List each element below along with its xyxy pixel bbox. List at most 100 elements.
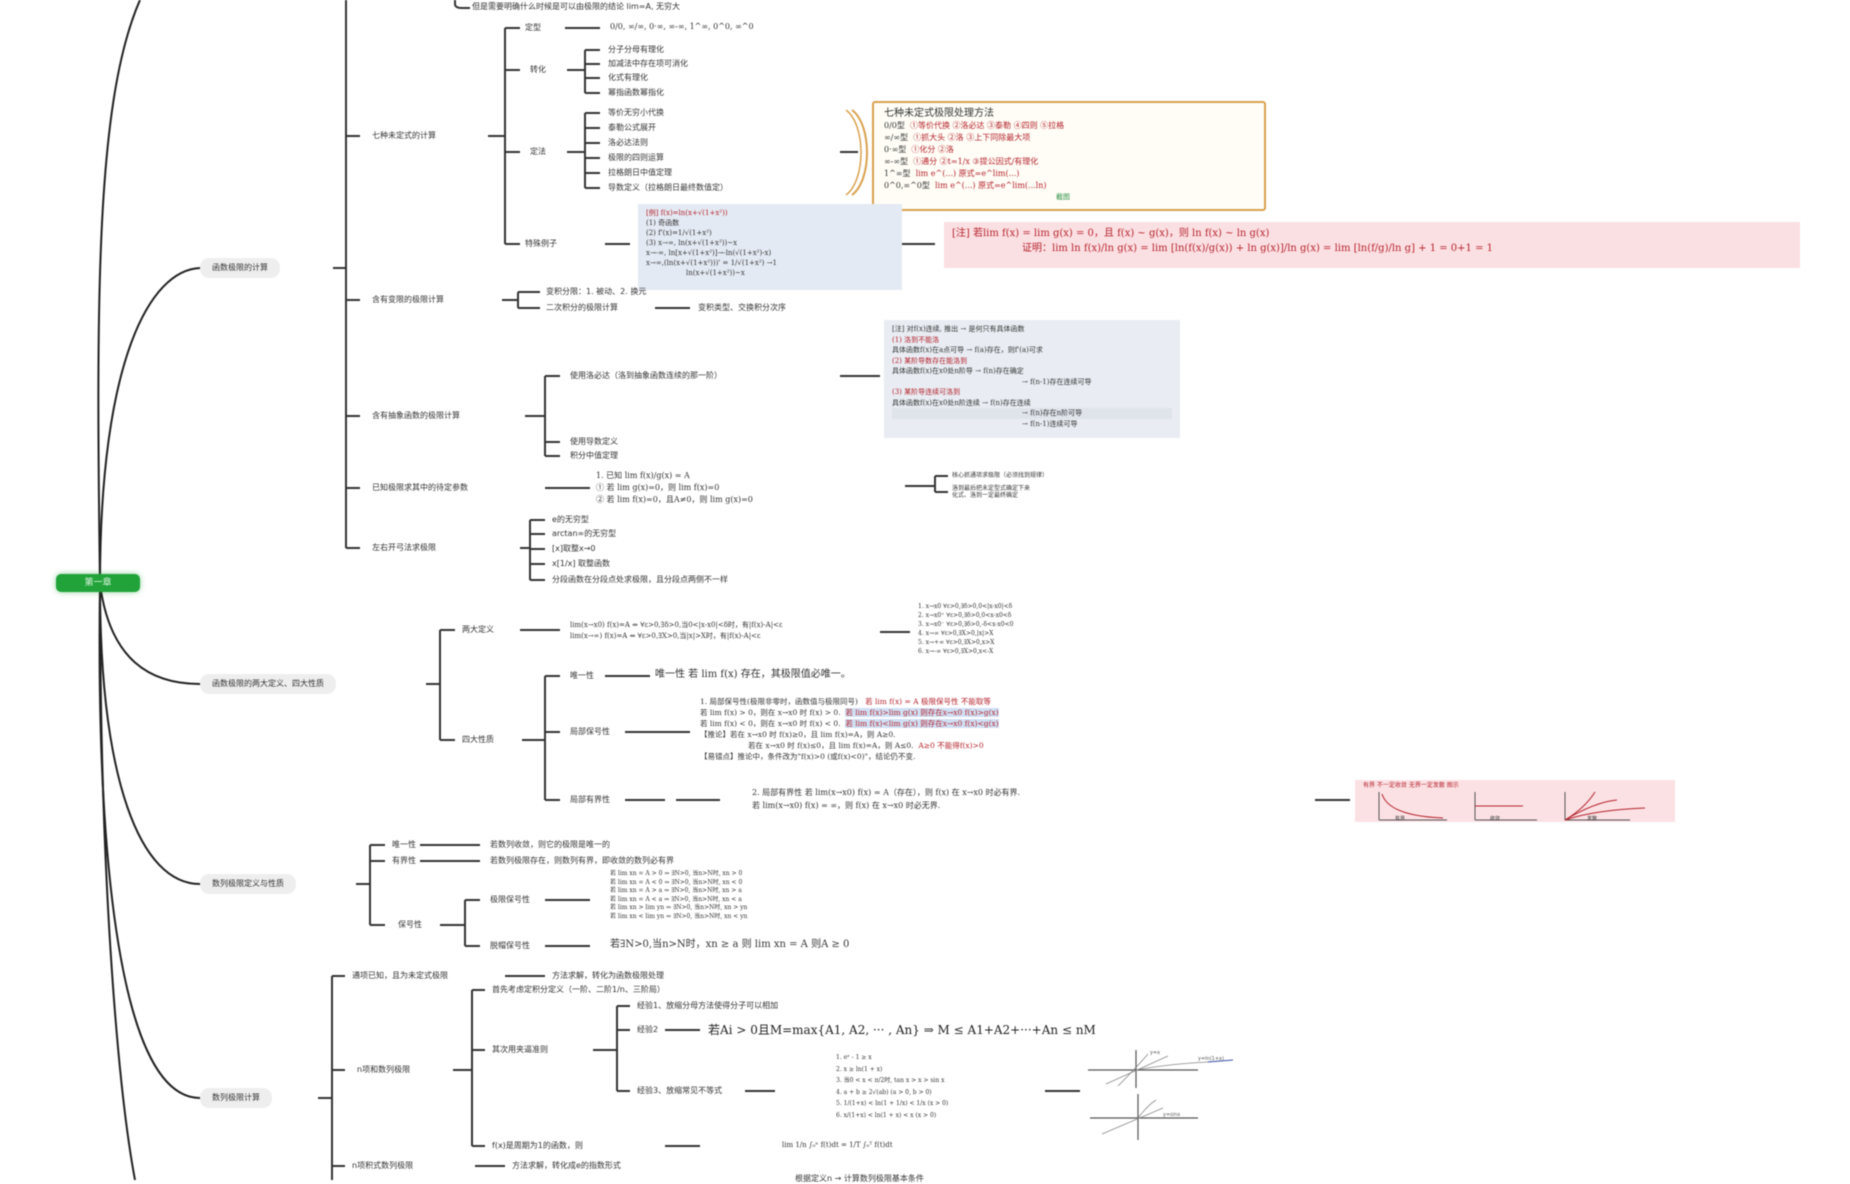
squeeze-experience-1[interactable]: 经验1、放缩分母方法使得分子可以相加 <box>637 1001 779 1010</box>
periodic-fx-text: lim 1/n ∫₀ⁿ f(t)dt = 1/T ∫₀ᵀ f(t)dt <box>782 1141 893 1149</box>
node-abstract-function[interactable]: 含有抽象函数的极限计算 <box>372 411 460 420</box>
note-line: → f(n-1)连续可导 <box>1022 419 1078 428</box>
note-line: (3) x→∞, ln(x+√(1+x²))~x <box>646 239 738 247</box>
def-line: lim(x→∞) f(x)=A ⇔ ∀ε>0,∃X>0,当|x|>X时，有|f(… <box>570 632 761 640</box>
dingfa-item[interactable]: 拉格朗日中值定理 <box>608 168 672 177</box>
note-title: 有界 不一定收敛 无界一定发散 图示 <box>1363 782 1459 789</box>
node-uniqueness[interactable]: 唯一性 <box>570 671 594 680</box>
note-row: ∞/∞型 ①抓大头 ②洛 ③上下同除最大项 <box>884 132 1254 144</box>
node-seq-number-sign[interactable]: 脱帽保号性 <box>490 941 530 950</box>
node-zhuanhua[interactable]: 转化 <box>530 65 546 74</box>
graph-label: y=x <box>1150 1050 1160 1056</box>
node-left-right-method[interactable]: 左右开弓法求极限 <box>372 543 436 552</box>
note-line: (3) 某阶导连续可洛到 <box>892 388 961 396</box>
branch-sequence-limit-defs[interactable]: 数列极限定义与性质 <box>200 874 296 894</box>
node-seq-limit-sign[interactable]: 极限保号性 <box>490 895 530 904</box>
branch-sequence-limit-calc[interactable]: 数列极限计算 <box>200 1088 272 1108</box>
orange-bracket <box>851 109 868 196</box>
abstract-item[interactable]: 积分中值定理 <box>570 451 618 460</box>
node-periodic-fx[interactable]: f(x)是周期为1的函数，则 <box>492 1141 583 1150</box>
node-variable-limit[interactable]: 含有变限的极限计算 <box>372 295 444 304</box>
dingfa-item[interactable]: 极限的四则运算 <box>608 153 664 162</box>
dingfa-item[interactable]: 等价无穷小代换 <box>608 108 664 117</box>
graph-curve <box>1137 1099 1157 1119</box>
note-row-key: 0·∞型 <box>884 145 907 154</box>
n-product-text: 方法求解，转化成e的指数形式 <box>512 1161 621 1170</box>
node-n-sum[interactable]: n项和数列极限 <box>357 1065 411 1074</box>
known-sub-item[interactable]: 化式、洛到一定最终确定 <box>952 492 1019 499</box>
note-seq-limit-sign: 若 lim xn = A > 0 ⇒ ∃N>0, 当n>N时, xn > 0 若… <box>610 870 910 921</box>
node-seq-sign[interactable]: 保号性 <box>398 920 422 929</box>
root-node[interactable]: 第一章 <box>56 574 140 592</box>
zhuanhua-item[interactable]: 幂指函数幂指化 <box>608 88 664 97</box>
node-seven-indeterminate[interactable]: 七种未定式的计算 <box>372 131 436 140</box>
def-list-item: 2. x→x0⁺ ∀ε>0,∃δ>0,0<x-x0<δ <box>918 612 1012 619</box>
zhuanhua-item[interactable]: 化式有理化 <box>608 73 648 82</box>
graph-label: 发散 <box>1587 816 1598 822</box>
branch-function-limit-defs[interactable]: 函数极限的两大定义、四大性质 <box>200 674 336 694</box>
node-dingfa[interactable]: 定法 <box>530 147 546 156</box>
node-dingxing[interactable]: 定型 <box>525 23 541 32</box>
variable-item[interactable]: 二次积分的极限计算 <box>546 303 618 312</box>
seq-uniqueness-text: 若数列收敛，则它的极限是唯一的 <box>490 840 610 849</box>
node-seq-bounded[interactable]: 有界性 <box>392 856 416 865</box>
abstract-item[interactable]: 使用导数定义 <box>570 437 618 446</box>
node-local-bounded[interactable]: 局部有界性 <box>570 795 610 804</box>
dingfa-item[interactable]: 泰勒公式展开 <box>608 123 656 132</box>
note-line: 若 lim f(x) < 0，则在 x→x0 时 f(x) < 0. <box>700 719 841 728</box>
known-sub-item[interactable]: 洛到最后把未定型式确定下来 <box>952 485 1031 492</box>
squeeze-experience-2[interactable]: 经验2 <box>637 1025 659 1034</box>
def-list-item: 1. x→x0 ∀ε>0,∃δ>0,0<|x-x0|<δ <box>918 603 1013 610</box>
note-line: 若 lim f(x) > 0，则在 x→x0 时 f(x) > 0. <box>700 708 841 717</box>
nsum-first[interactable]: 首先考虑定积分定义（一阶、二阶1/n、三阶局） <box>492 985 665 994</box>
dingfa-item[interactable]: 导数定义（拉格朗日最终数值定） <box>608 183 728 192</box>
zhuanhua-item[interactable]: 加减法中存在项可消化 <box>608 59 688 68</box>
node-local-sign[interactable]: 局部保号性 <box>570 727 610 736</box>
connector-root-branch2 <box>99 583 201 685</box>
squeeze-experience-3[interactable]: 经验3、放缩常见不等式 <box>637 1086 723 1095</box>
abstract-item[interactable]: 使用洛必达（洛到抽象函数连续的那一阶） <box>570 371 722 380</box>
dingfa-item[interactable]: 洛必达法则 <box>608 138 648 147</box>
node-known-limit-params[interactable]: 已知极限求其中的待定参数 <box>372 483 468 492</box>
leftright-item[interactable]: e的无穷型 <box>552 515 589 524</box>
connector-root-branch1 <box>99 267 201 585</box>
zhuanhua-item[interactable]: 分子分母有理化 <box>608 45 664 54</box>
node-seq-known-general[interactable]: 通项已知，且为未定式极限 <box>352 971 448 980</box>
note-row-value: ①通分 ②t=1/x ③提公因式/有理化 <box>913 157 1039 166</box>
node-n-product[interactable]: n项积式数列极限 <box>352 1161 414 1170</box>
note-title: 七种未定式极限处理方法 <box>884 108 994 119</box>
note-line: 若 lim xn < lim yn ⇒ ∃N>0, 当n>N时, xn < yn <box>610 912 748 920</box>
note-inequalities: 1. eˣ - 1 ≥ x 2. x ≥ ln(1 + x) 3. 当0 < x… <box>836 1052 1046 1121</box>
variable-arrow-text: 变积类型、交换积分次序 <box>698 303 786 312</box>
bottom-cut-item[interactable]: 根据定义n → 计算数列极限基本条件 <box>795 1174 924 1183</box>
graph-label: 有界 <box>1395 816 1406 822</box>
note-row: 0·∞型 ①化分 ②洛 <box>884 144 1254 156</box>
note-local-sign: 1. 局部保号性(极限非零时，函数值与极限同号) 若 lim f(x) = A … <box>700 696 1320 762</box>
node-four-properties[interactable]: 四大性质 <box>462 735 494 744</box>
note-line: 2. 局部有界性 若 lim(x→x0) f(x) = A（存在），则 f(x)… <box>752 788 1021 797</box>
note-special-example: [例] f(x)=ln(x+√(1+x²)) (1) 奇函数 (2) f'(x)… <box>638 204 902 290</box>
note-row-value: lim e^(...) 原式=e^lim(...ln) <box>934 181 1047 190</box>
variable-item[interactable]: 变积分限：1. 被动、2. 换元 <box>546 287 647 296</box>
note-ln-equivalence: [注] 若lim f(x) = lim g(x) = 0，且 f(x) ~ g(… <box>944 222 1800 268</box>
inequality-graphs: y=ln(1+x) y=x y=sinx <box>1088 1050 1234 1140</box>
top-cut-item[interactable]: 但是需要明确什么时候是可以由极限的结论 lim=A, 无穷大 <box>472 2 681 11</box>
leftright-item[interactable]: arctan∞的无穷型 <box>552 529 617 538</box>
leftright-item[interactable]: 分段函数在分段点处求极限，且分段点两侧不一样 <box>552 575 728 584</box>
note-line: [注] 若lim f(x) = lim g(x) = 0，且 f(x) ~ g(… <box>952 228 1270 239</box>
known-sub-item[interactable]: 核心抓通项求极限（必须找到规律） <box>952 472 1049 479</box>
node-seq-uniqueness[interactable]: 唯一性 <box>392 840 416 849</box>
note-local-bounded: 2. 局部有界性 若 lim(x→x0) f(x) = A（存在），则 f(x)… <box>752 786 1312 812</box>
note-line: (2) f'(x)=1/√(1+x²) <box>646 229 712 237</box>
note-line: 1. 局部保号性(极限非零时，函数值与极限同号) <box>700 697 858 706</box>
inequality-line: 1. eˣ - 1 ≥ x <box>836 1054 872 1061</box>
branch-function-limit-calc[interactable]: 函数极限的计算 <box>200 258 280 278</box>
node-two-definitions[interactable]: 两大定义 <box>462 625 494 634</box>
connector-root-top <box>97 0 141 585</box>
leftright-item[interactable]: x[1/x] 取整函数 <box>552 559 611 568</box>
note-row: 0/0型 ①等价代换 ②洛必达 ③泰勒 ④四则 ⑤拉格 <box>884 120 1254 132</box>
node-squeeze[interactable]: 其次用夹逼准则 <box>492 1045 548 1054</box>
leftright-item[interactable]: [x]取整x→0 <box>552 544 596 553</box>
node-special-example[interactable]: 特殊例子 <box>525 239 557 248</box>
squeeze-experience-2-text: 若Ai > 0且M=max{A1, A2, ··· , An} ⇒ M ≤ A1… <box>708 1023 1096 1037</box>
